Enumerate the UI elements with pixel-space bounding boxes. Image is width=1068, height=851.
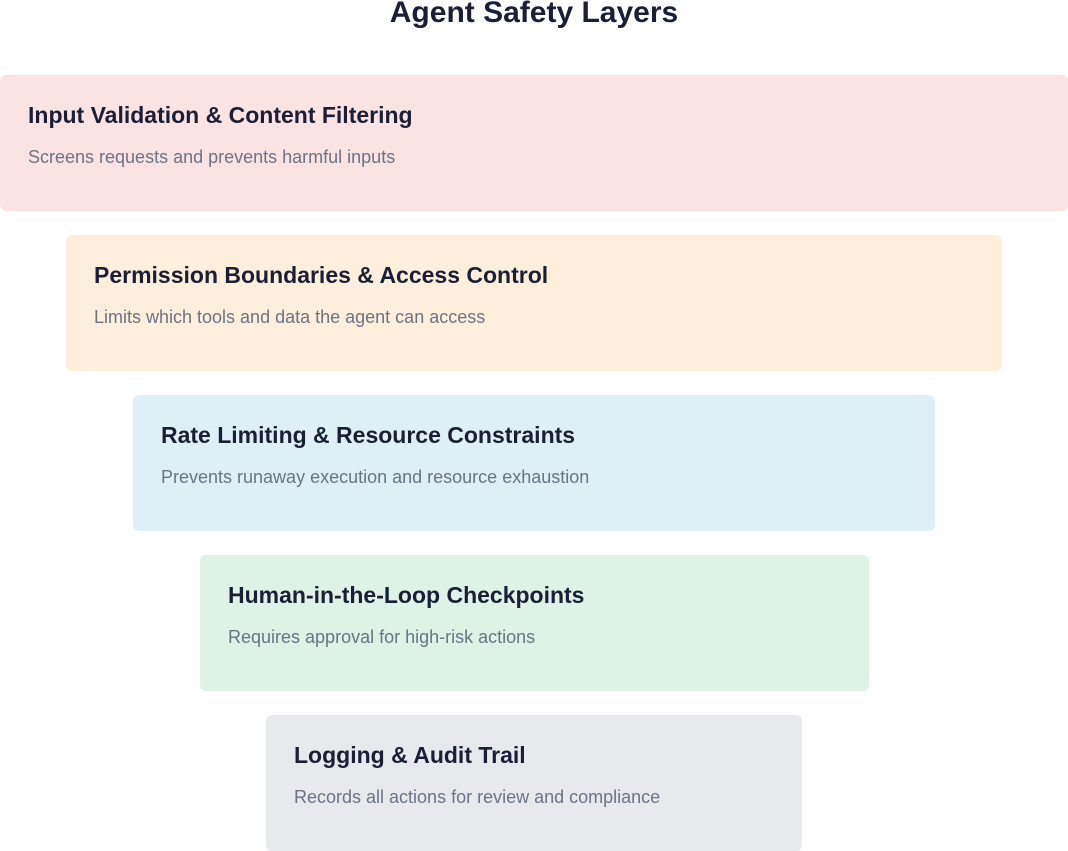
layer-title: Logging & Audit Trail [294,742,526,768]
layer-description: Limits which tools and data the agent ca… [94,307,486,327]
layer-title: Rate Limiting & Resource Constraints [161,422,576,448]
layer-description: Requires approval for high-risk actions [228,627,536,647]
layer-title: Permission Boundaries & Access Control [94,262,549,288]
layer-description: Screens requests and prevents harmful in… [28,147,396,167]
layer-rate-limiting: Rate Limiting & Resource Constraints Pre… [133,395,935,531]
layer-input-validation: Input Validation & Content Filtering Scr… [0,75,1068,211]
layer-title: Human-in-the-Loop Checkpoints [228,582,585,608]
layer-description: Prevents runaway execution and resource … [161,467,590,487]
layer-description: Records all actions for review and compl… [294,787,661,807]
diagram-title: Agent Safety Layers [389,0,679,29]
layer-human-in-the-loop: Human-in-the-Loop Checkpoints Requires a… [200,555,869,691]
layer-title: Input Validation & Content Filtering [28,102,413,128]
layer-permission-boundaries: Permission Boundaries & Access Control L… [66,235,1002,371]
layer-logging-audit: Logging & Audit Trail Records all action… [266,715,802,851]
